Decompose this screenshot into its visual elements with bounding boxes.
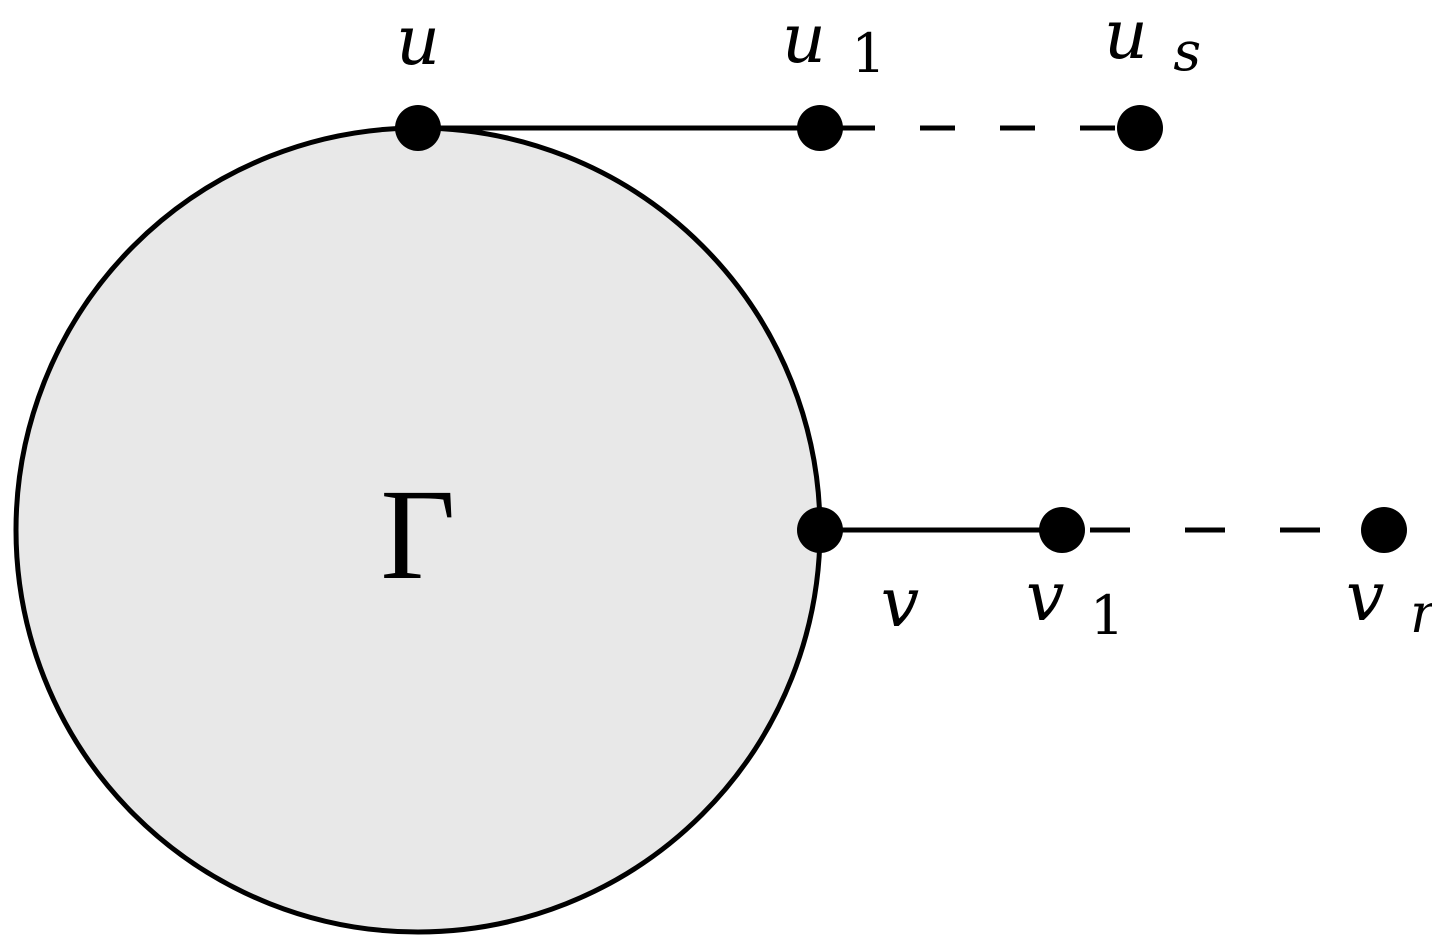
label-v-base: v <box>881 564 919 643</box>
label-vr: v r <box>1346 558 1432 645</box>
label-v: v <box>881 564 919 643</box>
label-v1-base: v <box>1026 558 1064 637</box>
label-us-sub: s <box>1173 20 1201 83</box>
vertex-u <box>395 105 441 151</box>
vertex-vr <box>1361 507 1407 553</box>
vertex-us <box>1117 105 1163 151</box>
label-u: u <box>396 2 440 81</box>
label-v1-sub: 1 <box>1090 584 1124 647</box>
label-u1-base: u <box>782 0 826 79</box>
vertex-u1 <box>797 105 843 151</box>
label-v1: v 1 <box>1026 558 1124 647</box>
vertex-v1 <box>1039 507 1085 553</box>
label-u1: u 1 <box>782 0 886 85</box>
label-vr-sub: r <box>1410 582 1432 645</box>
vertex-v <box>797 507 843 553</box>
label-u1-sub: 1 <box>851 22 885 85</box>
label-us: u s <box>1104 0 1201 83</box>
gamma-label: Γ <box>380 463 455 607</box>
label-vr-base: v <box>1346 558 1384 637</box>
label-us-base: u <box>1104 0 1148 75</box>
label-u-base: u <box>396 2 440 81</box>
